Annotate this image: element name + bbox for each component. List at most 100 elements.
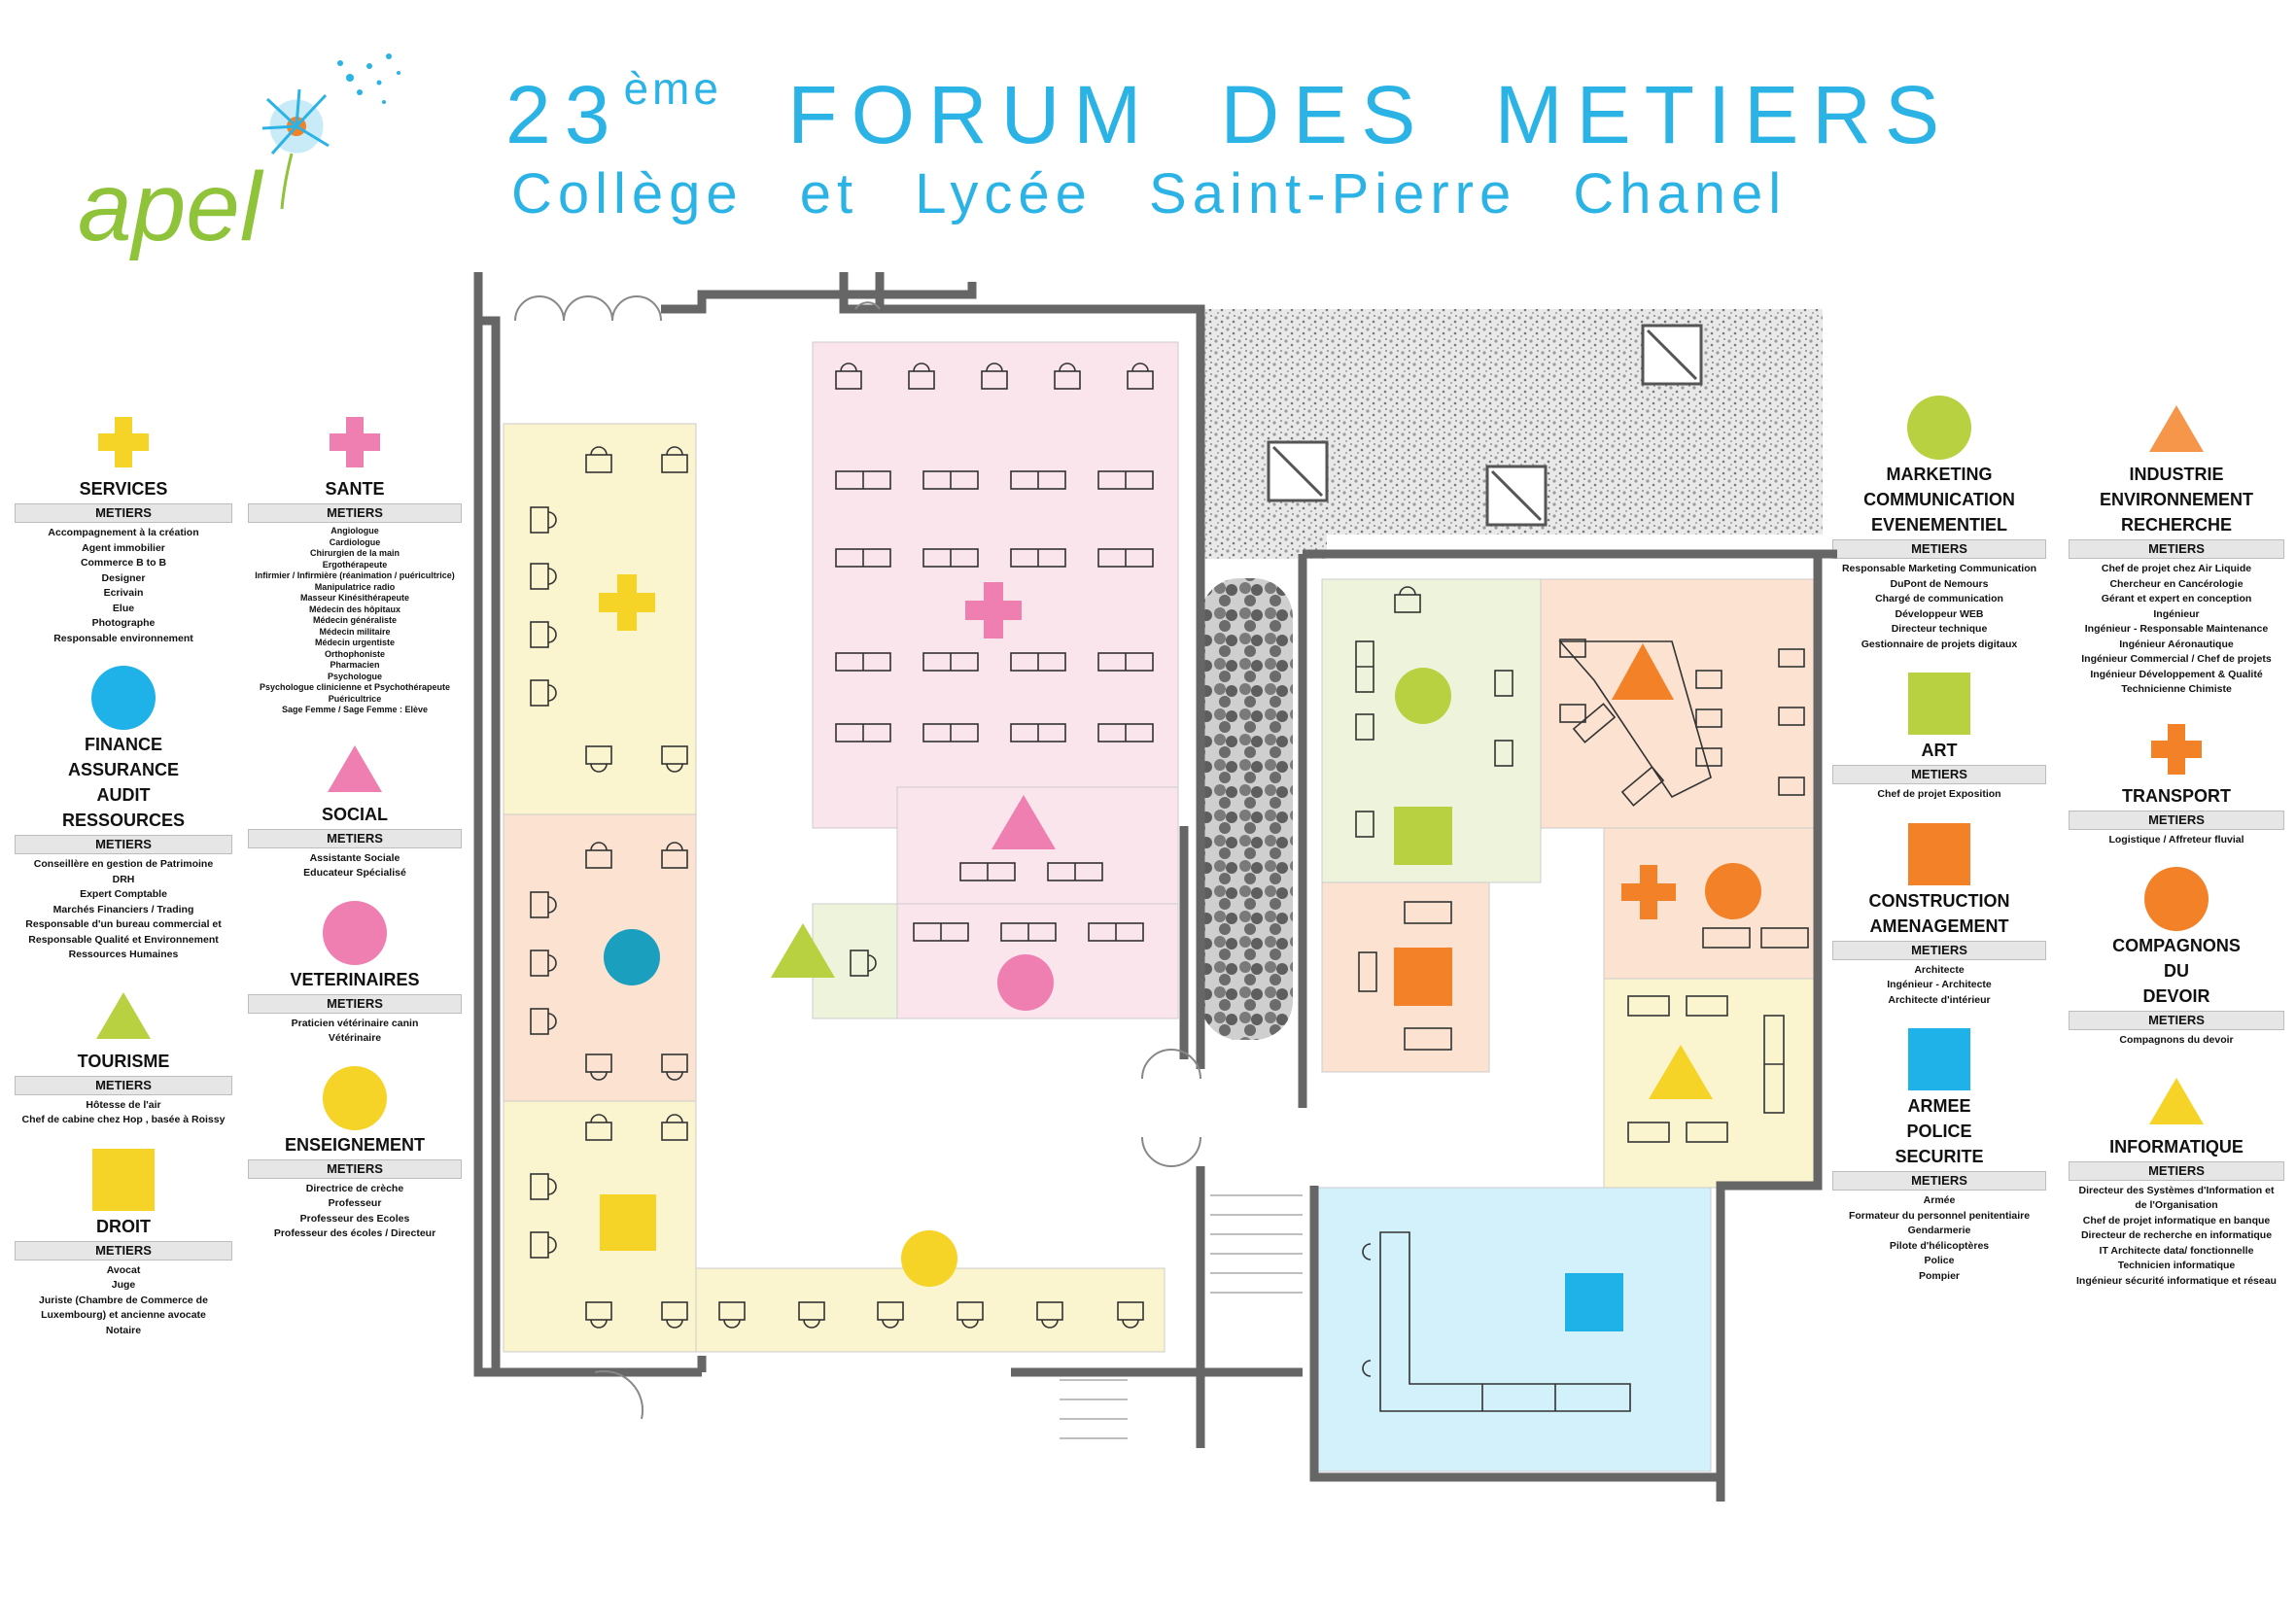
- metier-item: DuPont de Nemours: [1890, 577, 1989, 590]
- legend-armee-icon: [1832, 1025, 2046, 1093]
- metier-item: Ingénieur sécurité informatique et résea…: [2076, 1274, 2277, 1287]
- legend-category-name: SOCIAL: [321, 804, 388, 824]
- metier-item: Chef de projet informatique en banque: [2082, 1214, 2271, 1226]
- metier-item: Compagnons du devoir: [2119, 1034, 2234, 1046]
- apel-logo: [58, 39, 408, 272]
- metier-item: Vétérinaire: [328, 1032, 382, 1044]
- triangle-icon: [96, 991, 151, 1039]
- marker-construction-square-icon: [1394, 948, 1452, 1006]
- metier-item: Orthophoniste: [325, 648, 385, 659]
- metier-item: IT Architecte data/ fonctionnelle: [2099, 1244, 2254, 1257]
- marker-finance-circle-icon: [604, 929, 660, 985]
- metier-item: Ecrivain: [103, 587, 144, 599]
- marker-art-square-icon: [1394, 807, 1452, 865]
- metier-item: Armée: [1923, 1194, 1956, 1206]
- metiers-header: METIERS: [1832, 765, 2046, 784]
- metiers-header: METIERS: [15, 503, 232, 523]
- marker-droit-square-icon: [600, 1194, 656, 1251]
- metier-item: Technicienne Chimiste: [2121, 683, 2232, 695]
- stairs: [1060, 1194, 1303, 1439]
- metiers-header: METIERS: [2069, 1160, 2284, 1181]
- zone-finance: [503, 813, 697, 1102]
- metiers-header: METIERS: [248, 503, 462, 523]
- page-title: 23ème FORUM DES METIERS: [505, 63, 1953, 162]
- metier-item: Formateur du personnel penitentiaire: [1848, 1209, 2031, 1222]
- metiers-header: METIERS: [248, 1158, 462, 1179]
- marker-tourisme-triangle-icon: [771, 923, 835, 978]
- metier-item: Chef de projet chez Air Liquide: [2101, 563, 2252, 574]
- metier-item: Accompagnement à la création: [48, 527, 199, 538]
- legend-services-icon: [15, 408, 232, 476]
- metier-item: Ingénieur - Responsable Maintenance: [2084, 623, 2269, 635]
- metier-item: Ingénieur - Architecte: [1887, 979, 1992, 990]
- metiers-header: METIERS: [248, 828, 462, 848]
- circle-icon: [1907, 396, 1971, 460]
- legend-transport-icon: [2069, 715, 2284, 783]
- legend-enseignement-icon: [248, 1064, 462, 1132]
- marker-informatique-triangle-icon: [1649, 1045, 1713, 1099]
- zone-industrie: [1540, 578, 1819, 829]
- plus-icon: [2151, 723, 2202, 775]
- metiers-header: METIERS: [248, 993, 462, 1014]
- metier-item: Directrice de crèche: [305, 1182, 404, 1194]
- metier-item: Logistique / Affreteur fluvial: [2108, 833, 2244, 846]
- edition-number: 23: [505, 69, 624, 160]
- metier-item: Elue: [112, 602, 135, 614]
- metier-item: Responsable environnement: [53, 632, 193, 644]
- metier-item: Designer: [101, 571, 146, 584]
- metier-item: Professeur: [328, 1197, 382, 1209]
- furniture: [530, 363, 1809, 1412]
- metier-item: Technicien informatique: [2117, 1260, 2236, 1271]
- metier-item: Juriste (Chambre de Commerce de: [39, 1294, 208, 1306]
- marker-services-plus-icon: [599, 574, 655, 631]
- metiers-header: METIERS: [15, 835, 232, 854]
- metier-item: Police: [1924, 1255, 1955, 1266]
- marker-veterinaires-circle-icon: [997, 954, 1054, 1011]
- metier-item: Ingénieur: [2153, 607, 2200, 620]
- metiers-list: Logistique / Affreteur fluvial: [2069, 833, 2284, 848]
- metier-item: Ergothérapeute: [322, 559, 388, 570]
- marker-transport-plus-icon: [1621, 865, 1676, 919]
- metier-item: Professeur des Ecoles: [299, 1212, 410, 1225]
- zone-services: [503, 423, 697, 815]
- metier-item: Architecte d'intérieur: [1888, 993, 1991, 1006]
- metier-item: Masseur Kinésithérapeute: [299, 593, 410, 603]
- metier-item: Ressources Humaines: [68, 949, 179, 960]
- skylights: [1267, 324, 1703, 527]
- page-subtitle: Collège et Lycée Saint-Pierre Chanel: [511, 162, 1788, 225]
- zones: [503, 341, 1819, 1472]
- metier-item: Sage Femme / Sage Femme : Elève: [281, 705, 429, 714]
- metier-item: Responsable d'un bureau commercial et: [25, 918, 222, 930]
- metiers-list: Compagnons du devoir: [2069, 1033, 2284, 1049]
- metier-item: Juge: [111, 1279, 136, 1291]
- legend-compagnons-icon: [2069, 865, 2284, 933]
- triangle-icon: [2149, 1077, 2204, 1124]
- metier-item: Expert Comptable: [80, 888, 167, 900]
- metier-item: Responsable Qualité et Environnement: [28, 933, 219, 946]
- metier-item: Chercheur en Cancérologie: [2109, 577, 2244, 590]
- apel-logo-text: apel: [78, 153, 262, 261]
- legend-finance-icon: [15, 664, 232, 732]
- metier-item: Médecin militaire: [319, 626, 391, 637]
- plus-icon: [330, 417, 380, 467]
- zone-informatique: [1603, 978, 1819, 1189]
- metier-item: Educateur Spécialisé: [303, 867, 406, 879]
- metier-item: Gérant et expert en conception: [2101, 593, 2252, 604]
- metier-item: de l'Organisation: [2135, 1199, 2218, 1211]
- circle-icon: [323, 1065, 387, 1130]
- legend-category-name: DROIT: [96, 1216, 151, 1236]
